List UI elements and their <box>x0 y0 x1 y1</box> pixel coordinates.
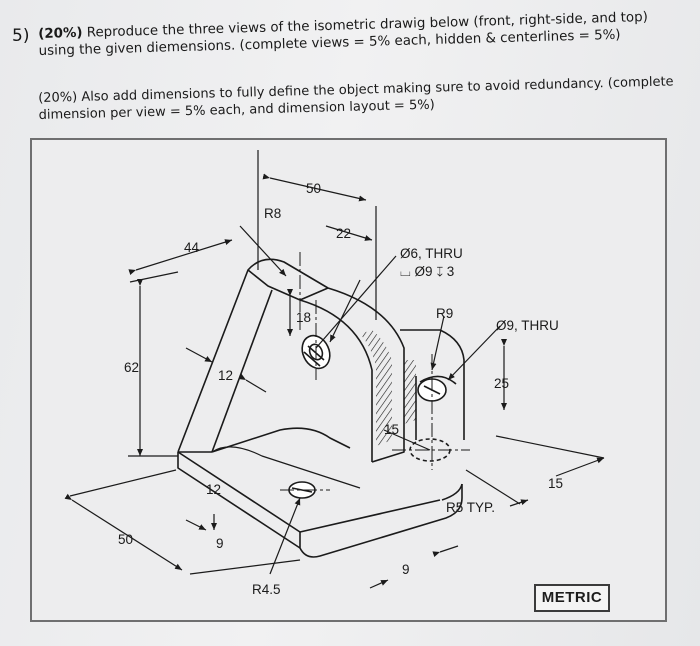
dim-50-left: 50 <box>118 532 133 547</box>
dim-9-bottom: 9 <box>402 562 410 577</box>
dim-15-right: 15 <box>548 476 563 491</box>
dim-15-mid: 15 <box>384 422 399 437</box>
dimension-lines <box>64 150 605 589</box>
dim-r4-5: R4.5 <box>252 582 281 597</box>
dim-12-lower: 12 <box>206 482 221 497</box>
hole2-callout: Ø9, THRU <box>496 318 559 333</box>
dim-18: 18 <box>296 310 311 325</box>
dim-r9: R9 <box>436 306 453 321</box>
centerlines <box>280 252 470 491</box>
dim-44: 44 <box>184 240 200 255</box>
dim-r8: R8 <box>264 206 281 221</box>
dim-25: 25 <box>494 376 509 391</box>
dim-62: 62 <box>124 360 139 375</box>
dim-r5-typ: R5 TYP. <box>446 500 495 515</box>
dim-50-top: 50 <box>306 181 321 196</box>
units-badge: METRIC <box>534 584 610 612</box>
hole-callout-line1: Ø6, THRU <box>400 246 463 261</box>
dim-9-lower-left: 9 <box>216 536 224 551</box>
hole-callout-line2: ⌴ Ø9 ↧ 3 <box>400 264 454 279</box>
object-outline <box>177 258 465 558</box>
hatched-surface-small <box>404 360 416 424</box>
dim-22: 22 <box>336 226 351 241</box>
dim-12-upper: 12 <box>218 368 233 383</box>
question-number: 5) <box>12 26 30 46</box>
hatched-surface <box>360 330 392 446</box>
